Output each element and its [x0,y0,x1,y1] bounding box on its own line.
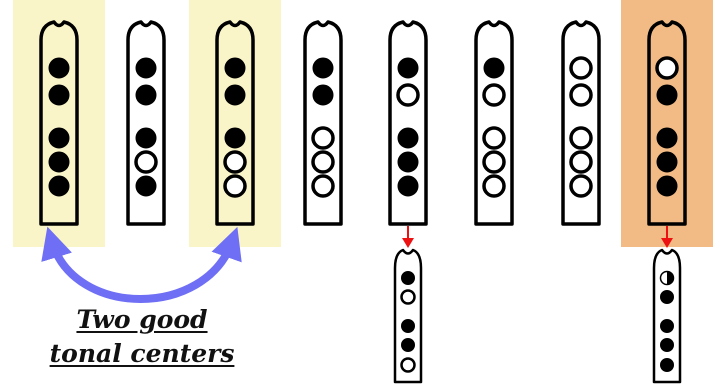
finger-hole-closed [401,271,415,285]
flute-body [647,20,687,226]
finger-hole-open [311,126,335,150]
finger-hole-open [396,83,420,107]
flute-body [215,20,255,226]
fingering-4 [303,20,343,226]
fingering-5 [388,20,428,226]
finger-hole-open [223,174,247,198]
finger-hole-closed [397,127,419,149]
arrow-layer [402,226,673,248]
alternate-arrow-head [402,238,414,248]
finger-hole-closed [401,338,415,352]
fingering-7 [561,20,601,226]
finger-hole-half-fill [667,271,674,285]
finger-hole-closed [656,175,678,197]
finger-hole-closed [48,127,70,149]
finger-hole-closed [135,84,157,106]
caption: Two good tonal centers [42,303,242,371]
finger-hole-closed [397,151,419,173]
flute-body [561,20,601,226]
finger-hole-closed [224,127,246,149]
flute-body [393,248,423,384]
finger-hole-open [400,357,416,373]
finger-hole-open [569,83,593,107]
fingering-8 [647,20,687,226]
finger-hole-closed [660,338,674,352]
finger-hole-closed [135,175,157,197]
finger-hole-closed [48,57,70,79]
finger-hole-closed [135,127,157,149]
finger-hole-closed [312,84,334,106]
alternate-fingering-row [393,248,682,384]
finger-hole-closed [48,151,70,173]
flute-body [126,20,166,226]
finger-hole-closed [660,358,674,372]
finger-hole-closed [401,319,415,333]
highlight-orange [621,0,713,247]
finger-hole-open [569,174,593,198]
flute-body [388,20,428,226]
finger-hole-closed [48,175,70,197]
finger-hole-open [569,56,593,80]
finger-hole-closed [135,57,157,79]
alternate-fingering-8 [652,248,682,384]
finger-hole-open [569,126,593,150]
finger-hole-closed [224,57,246,79]
alternate-arrow-head [661,238,673,248]
highlight-yellow [189,0,281,247]
fingering-3 [215,20,255,226]
highlight-yellow [13,0,105,247]
tonal-center-arc [41,226,242,303]
finger-hole-open [569,150,593,174]
finger-hole-closed [397,57,419,79]
finger-hole-closed [656,127,678,149]
finger-hole-open [311,174,335,198]
finger-hole-closed [48,84,70,106]
finger-hole-closed [397,175,419,197]
finger-hole-open [482,126,506,150]
fingering-6 [474,20,514,226]
flute-body [303,20,343,226]
flute-body [474,20,514,226]
fingering-1 [39,20,79,226]
fingering-2 [126,20,166,226]
finger-hole-open [482,83,506,107]
finger-hole-open [482,150,506,174]
finger-hole-closed [656,84,678,106]
finger-hole-open [223,150,247,174]
highlight-layer [13,0,713,247]
finger-hole-closed [224,84,246,106]
finger-hole-open [400,289,416,305]
finger-hole-open [311,150,335,174]
alternate-fingering-5 [393,248,423,384]
caption-line-1: Two good [76,305,208,334]
finger-hole-closed [483,57,505,79]
fingering-row [39,20,687,226]
finger-hole-closed [312,57,334,79]
finger-hole-open [134,150,158,174]
caption-line-2: tonal centers [49,339,235,368]
flute-body [652,248,682,384]
flute-body [39,20,79,226]
finger-hole-open [482,174,506,198]
finger-hole-closed [660,290,674,304]
finger-hole-closed [656,151,678,173]
finger-hole-open [655,56,679,80]
finger-hole-closed [660,319,674,333]
